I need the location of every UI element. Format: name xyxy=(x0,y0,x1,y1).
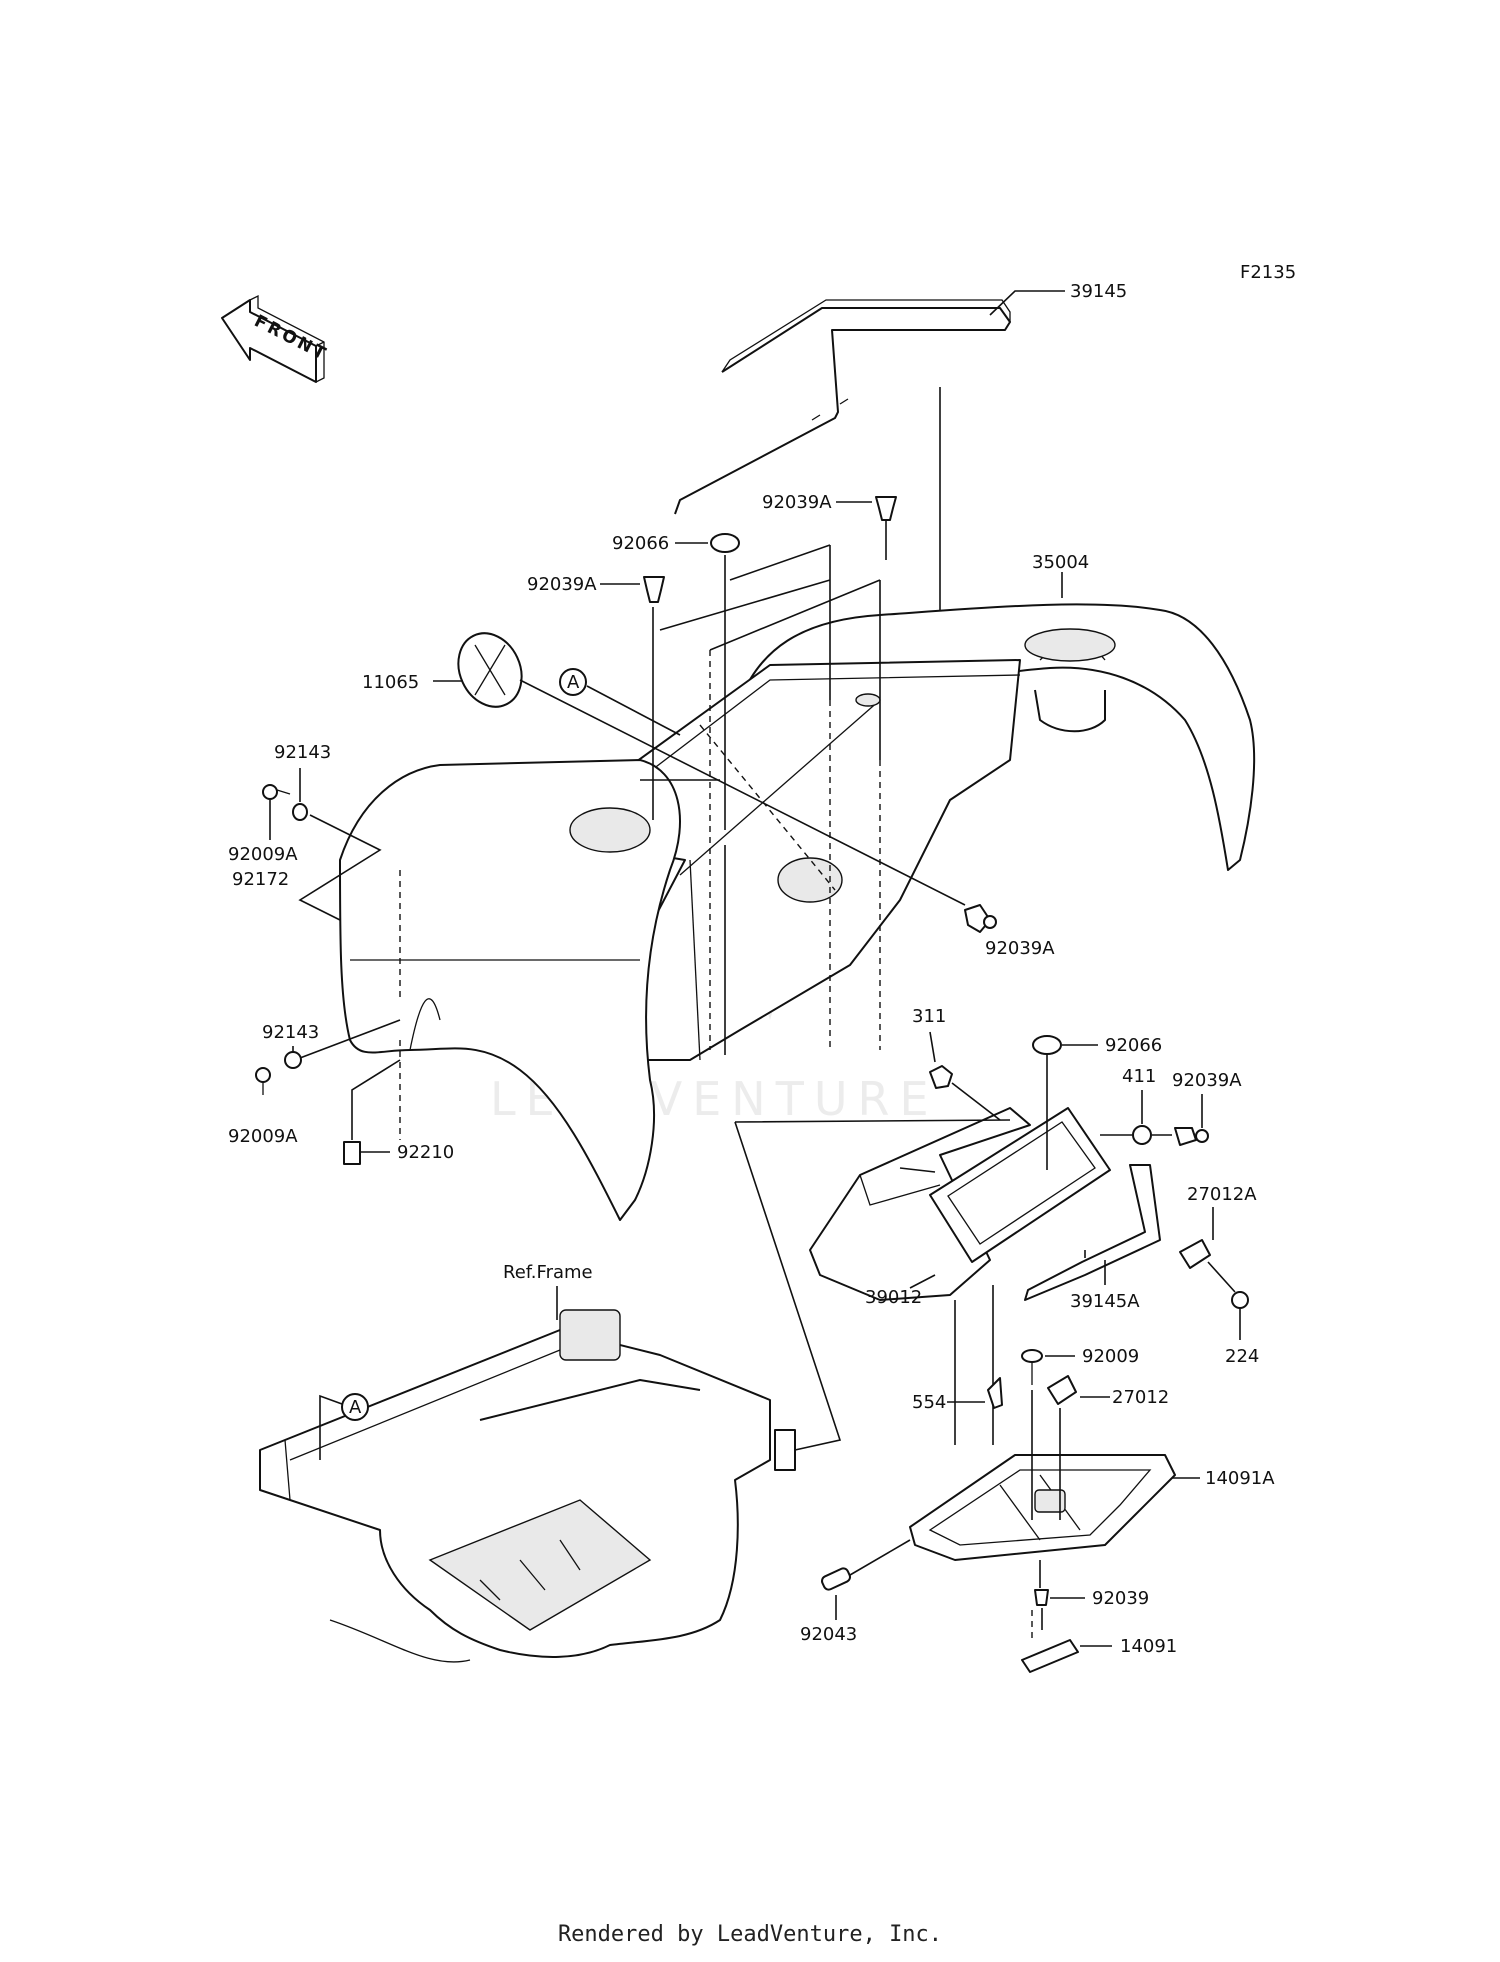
label-92039a-left: 92039A xyxy=(527,574,597,595)
seal-strip-39145a xyxy=(1024,1164,1161,1301)
label-27012: 27012 xyxy=(1112,1387,1169,1408)
bolt-92009 xyxy=(1021,1349,1043,1385)
bracket-27012a xyxy=(1179,1239,1211,1269)
rivet-92039a-top-right xyxy=(875,496,897,521)
diagram-code: F2135 xyxy=(1240,262,1296,283)
rivet-92039a-lower xyxy=(1174,1127,1209,1146)
rivet-92039a-top-left xyxy=(643,576,665,603)
label-554: 554 xyxy=(912,1392,946,1413)
label-92039: 92039 xyxy=(1092,1588,1149,1609)
label-27012a: 27012A xyxy=(1187,1184,1257,1205)
storage-tub xyxy=(534,659,1021,1061)
label-411: 411 xyxy=(1122,1066,1156,1087)
rivet-92039a-middle xyxy=(964,904,997,933)
footer-credit: Rendered by LeadVenture, Inc. xyxy=(557,1922,943,1947)
label-92039a-top: 92039A xyxy=(762,492,832,513)
bolt-92009a-lower xyxy=(255,1067,271,1095)
nut-311 xyxy=(929,1065,953,1089)
cover-14091 xyxy=(1021,1639,1079,1673)
label-92172: 92172 xyxy=(232,869,289,890)
label-14091: 14091 xyxy=(1120,1636,1177,1657)
label-39145-top: 39145 xyxy=(1070,281,1127,302)
washer-92143-lower xyxy=(284,1051,302,1069)
label-92009a-upper: 92009A xyxy=(228,844,298,865)
washer-92143-upper xyxy=(292,803,308,821)
plug-92066-lower xyxy=(1032,1035,1062,1055)
label-92143-lower: 92143 xyxy=(262,1022,319,1043)
label-92066-top: 92066 xyxy=(612,533,669,554)
pin-554 xyxy=(987,1377,1003,1409)
label-11065: 11065 xyxy=(362,672,419,693)
label-39012: 39012 xyxy=(865,1287,922,1308)
label-39145a: 39145A xyxy=(1070,1291,1140,1312)
label-92039a-lower: 92039A xyxy=(1172,1070,1242,1091)
label-35004: 35004 xyxy=(1032,552,1089,573)
bracket-27012 xyxy=(1047,1375,1077,1405)
clip-92210 xyxy=(343,1141,361,1165)
bolt-92009a-upper xyxy=(262,784,291,800)
label-92039a-middle: 92039A xyxy=(985,938,1055,959)
label-311: 311 xyxy=(912,1006,946,1027)
front-fender xyxy=(339,759,681,1221)
rivet-92039 xyxy=(1034,1589,1049,1606)
label-ref-frame: Ref.Frame xyxy=(503,1262,593,1283)
ref-frame xyxy=(259,1309,796,1663)
cap-11065 xyxy=(457,632,523,708)
callout-a-top-label: A xyxy=(567,672,580,693)
label-92210: 92210 xyxy=(397,1142,454,1163)
front-arrow-icon: FRONT xyxy=(221,294,331,383)
callout-a-top xyxy=(559,668,587,696)
seal-strip-39145 xyxy=(674,299,1011,515)
washer-411 xyxy=(1132,1125,1152,1145)
box-frame-39012 xyxy=(929,1107,1111,1263)
tray-14091a xyxy=(909,1454,1176,1561)
callout-a-bottom xyxy=(341,1393,369,1421)
plug-92066-top xyxy=(710,533,740,553)
label-92066-lower: 92066 xyxy=(1105,1035,1162,1056)
label-92009: 92009 xyxy=(1082,1346,1139,1367)
label-14091a: 14091A xyxy=(1205,1468,1275,1489)
label-92143-upper: 92143 xyxy=(274,742,331,763)
screw-224 xyxy=(1231,1291,1249,1309)
label-224: 224 xyxy=(1225,1346,1259,1367)
label-92043: 92043 xyxy=(800,1624,857,1645)
pin-92043 xyxy=(820,1567,852,1591)
label-92009a-lower: 92009A xyxy=(228,1126,298,1147)
callout-a-bottom-label: A xyxy=(349,1397,362,1418)
